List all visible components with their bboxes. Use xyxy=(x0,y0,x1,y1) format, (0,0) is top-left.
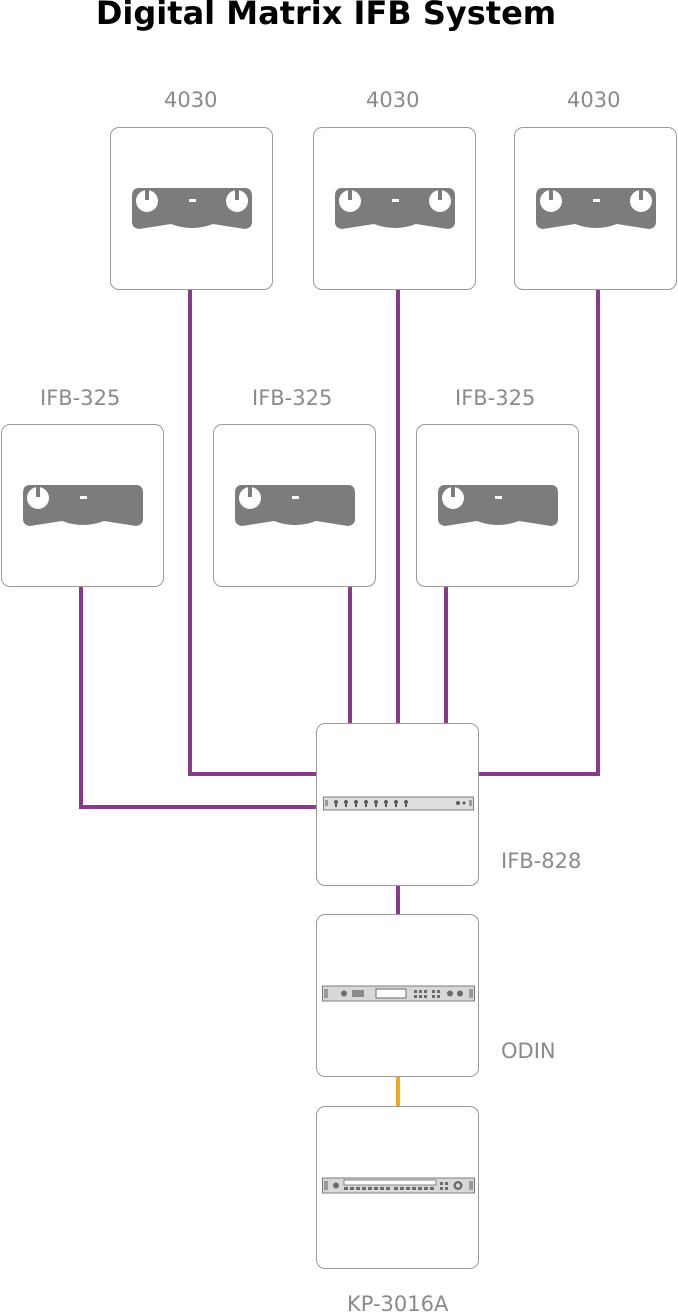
node-ifb-828[interactable] xyxy=(316,723,479,886)
node-4030-center[interactable] xyxy=(313,127,476,290)
label-ifb-325-left: IFB-325 xyxy=(40,386,121,410)
wire-4030-left-to-ifb-828 xyxy=(188,290,318,776)
dual-knob-beltpack-icon xyxy=(335,188,455,229)
dual-knob-beltpack-icon xyxy=(536,188,656,229)
label-4030-center: 4030 xyxy=(366,88,420,112)
node-4030-left[interactable] xyxy=(110,127,273,290)
single-knob-beltpack-icon xyxy=(23,485,143,526)
node-ifb-325-center[interactable] xyxy=(213,424,376,587)
wire-ifb-325-left-to-ifb-828 xyxy=(79,587,318,809)
node-ifb-325-left[interactable] xyxy=(1,424,164,587)
label-ifb-325-center: IFB-325 xyxy=(252,386,333,410)
rack-unit-kp-3016a-icon xyxy=(322,1177,475,1194)
node-kp-3016a[interactable] xyxy=(316,1106,479,1269)
diagram-title: Digital Matrix IFB System xyxy=(95,0,557,32)
label-ifb-325-right: IFB-325 xyxy=(455,386,536,410)
single-knob-beltpack-icon xyxy=(235,485,355,526)
label-odin: ODIN xyxy=(501,1039,556,1063)
rack-unit-odin-icon xyxy=(322,985,475,1002)
label-ifb-828: IFB-828 xyxy=(501,849,582,873)
dual-knob-beltpack-icon xyxy=(132,188,252,229)
label-kp-3016a: KP-3016A xyxy=(347,1292,449,1316)
label-4030-right: 4030 xyxy=(567,88,621,112)
node-ifb-325-right[interactable] xyxy=(416,424,579,587)
wire-4030-right-to-ifb-828 xyxy=(479,290,600,776)
node-4030-right[interactable] xyxy=(514,127,677,290)
rack-unit-ifb-828-icon xyxy=(323,796,474,811)
label-4030-left: 4030 xyxy=(164,88,218,112)
node-odin[interactable] xyxy=(316,914,479,1077)
single-knob-beltpack-icon xyxy=(438,485,558,526)
